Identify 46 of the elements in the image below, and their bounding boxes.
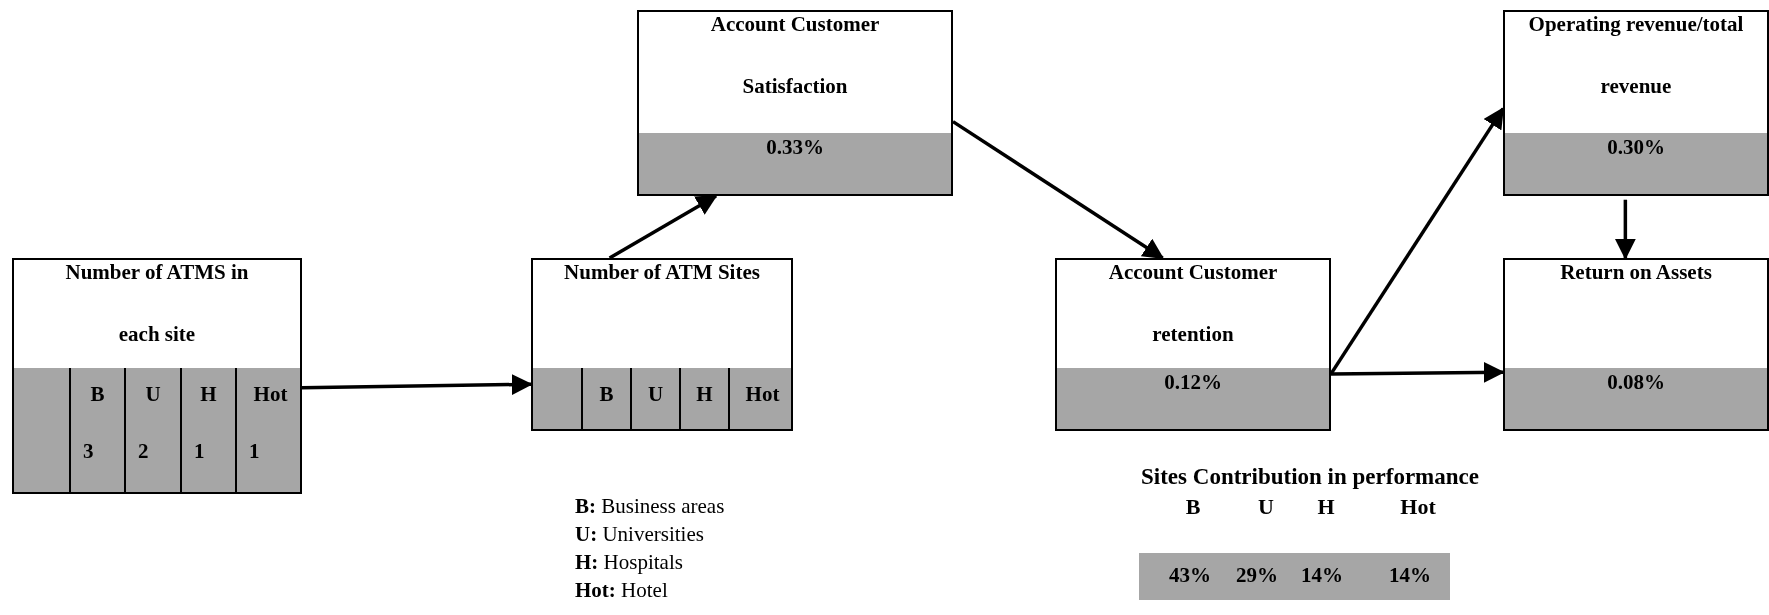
section-title: Sites Contribution in performance [1141, 464, 1479, 490]
column-header: U [646, 382, 665, 407]
box-title: Account Customer retention [1107, 259, 1279, 348]
cell-value: 3 [83, 439, 95, 464]
box-title: Operating revenue/total revenue [1527, 11, 1745, 100]
legend-entry: H: Hospitals [575, 550, 683, 575]
metric-box [12, 258, 302, 494]
percentage-value: 0.08% [1607, 370, 1665, 395]
column-header: B [89, 382, 106, 407]
percentage-value: 14% [1389, 563, 1431, 588]
column-header: Hot [252, 382, 289, 407]
metric-box [637, 10, 953, 196]
metric-box [1503, 258, 1769, 431]
column-header: B [1185, 494, 1201, 520]
box-title: Number of ATM Sites [563, 259, 761, 286]
column-header: Hot [744, 382, 781, 407]
column-header: U [1258, 494, 1274, 520]
box-title: Number of ATMS in each site [64, 259, 250, 348]
legend-entry: Hot: Hotel [575, 578, 668, 603]
box-title: Account Customer Satisfaction [709, 11, 881, 100]
arrow [952, 120, 1165, 260]
cell-value: 2 [138, 439, 150, 464]
percentage-value: 0.33% [766, 135, 824, 160]
cell-value: 1 [249, 439, 261, 464]
legend-entry: B: Business areas [575, 494, 725, 519]
column-header: H [199, 382, 218, 407]
column-header: Hot [1400, 494, 1436, 520]
metric-box [531, 258, 793, 431]
column-header: H [1317, 494, 1335, 520]
column-header: H [695, 382, 714, 407]
metric-box [1055, 258, 1331, 431]
percentage-value: 29% [1236, 563, 1278, 588]
arrow [1331, 361, 1505, 383]
percentage-value: 0.12% [1164, 370, 1222, 395]
percentage-value: 43% [1169, 563, 1211, 588]
column-header: U [144, 382, 162, 407]
arrow [301, 374, 533, 396]
legend-entry: U: Universities [575, 522, 704, 547]
box-title: Return on Assets [1559, 259, 1713, 286]
arrow [1614, 199, 1636, 260]
percentage-value: 14% [1301, 563, 1343, 588]
metric-box [1503, 10, 1769, 196]
percentage-value: 0.30% [1607, 135, 1665, 160]
cell-value: 1 [194, 439, 206, 464]
column-header: B [598, 382, 615, 407]
arrow [608, 194, 718, 260]
